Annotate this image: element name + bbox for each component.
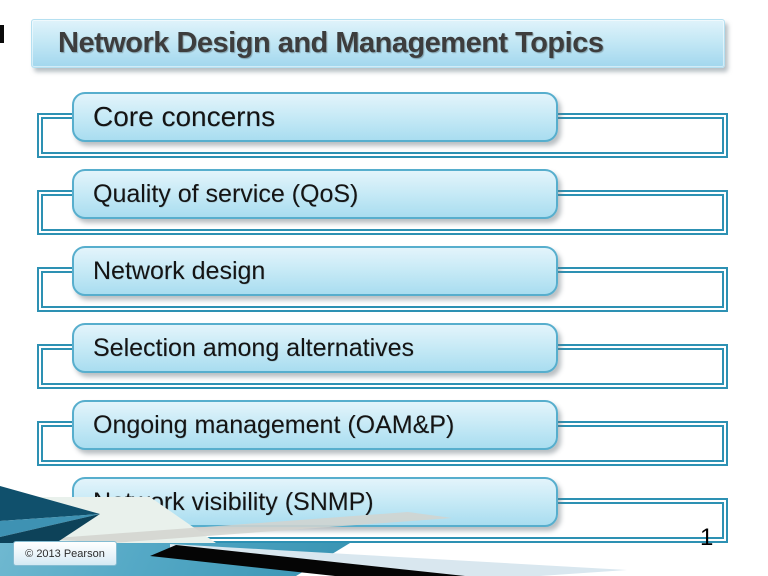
topic-row-quality-of-service: Quality of service (QoS) [0,169,768,246]
topic-label: Core concerns [93,101,276,132]
topic-label: Network design [93,257,266,285]
topic-row-ongoing-management: Ongoing management (OAM&P) [0,400,768,477]
slide-title: Network Design and Management Topics [58,27,604,59]
topic-row-selection-among-alternatives: Selection among alternatives [0,323,768,400]
topic-label: Quality of service (QoS) [93,180,359,208]
topic-pill: Network design [72,246,558,296]
topic-pill: Selection among alternatives [72,323,558,373]
topic-pill: Core concerns [72,92,558,142]
slide-title-bar: Network Design and Management Topics [31,19,725,68]
copyright-badge: © 2013 Pearson [13,541,117,566]
topic-row-core-concerns: Core concerns [0,92,768,169]
topic-label: Selection among alternatives [93,334,415,362]
topic-pill: Ongoing management (OAM&P) [72,400,558,450]
page-number: 1 [700,524,714,551]
edge-artifact [0,25,4,43]
topic-label: Network visibility (SNMP) [93,488,374,516]
topic-pill: Quality of service (QoS) [72,169,558,219]
topic-label: Ongoing management (OAM&P) [93,411,455,439]
topic-pill: Network visibility (SNMP) [72,477,558,527]
copyright-text: © 2013 Pearson [25,547,105,560]
topic-row-network-design: Network design [0,246,768,323]
